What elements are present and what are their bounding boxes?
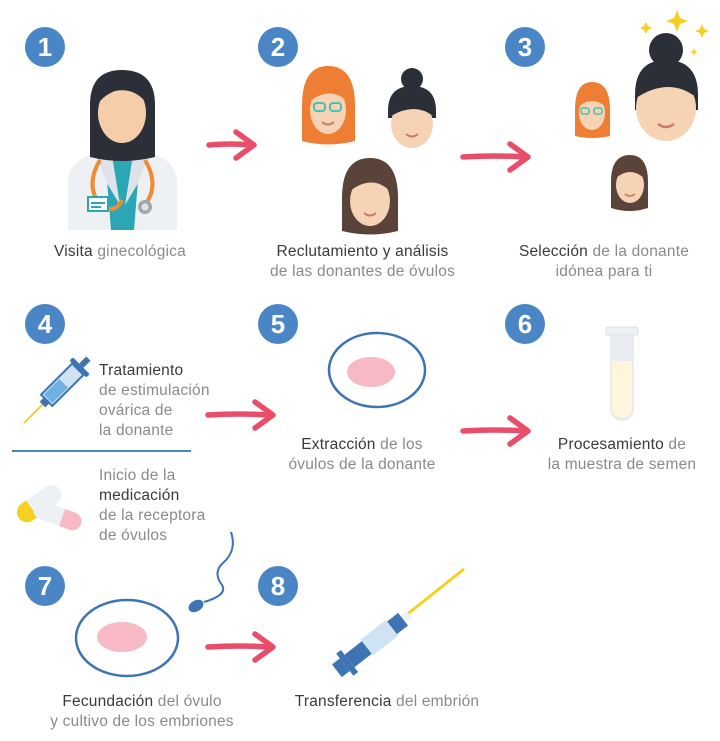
step-5-caption: Extracción de los óvulos de la donante <box>262 435 462 475</box>
step-1-title: Visita <box>54 243 93 260</box>
step-8-caption: Transferencia del embrión <box>272 692 502 712</box>
step-6-caption: Procesamiento de la muestra de semen <box>527 435 717 475</box>
ovum-icon <box>327 331 427 409</box>
step-5-title: Extracción <box>301 436 376 453</box>
step-2-badge: 2 <box>258 27 298 67</box>
step-1-badge: 1 <box>25 27 65 67</box>
step-5-badge: 5 <box>258 304 298 344</box>
arrow-icon <box>206 129 257 161</box>
divider <box>12 450 191 452</box>
embryo-icon <box>74 598 180 678</box>
arrow-icon <box>460 415 531 447</box>
transfer-syringe-icon <box>331 567 465 678</box>
step-3-badge: 3 <box>505 27 545 67</box>
donor-faces-icon <box>302 66 436 235</box>
step-3-text-1: de la donante <box>587 243 690 260</box>
step-3-caption: Selección de la donante idónea para ti <box>498 242 710 282</box>
test-tube-icon <box>605 326 639 421</box>
step-6-badge: 6 <box>505 304 545 344</box>
step-4a-text-2: ovárica de <box>99 402 173 419</box>
doctor-icon <box>68 70 177 230</box>
step-8-badge: 8 <box>258 566 298 606</box>
step-4b-text-2: de óvulos <box>99 527 168 544</box>
selected-donor-icon <box>575 10 709 211</box>
step-5-text-1: de los <box>375 436 423 453</box>
arrow-icon <box>205 631 276 663</box>
step-2-text: de las donantes de óvulos <box>269 263 456 280</box>
arrow-icon <box>460 141 531 173</box>
step-7-caption: Fecundación del óvulo y cultivo de los e… <box>27 692 257 732</box>
step-4b-text-1: de la receptora <box>99 507 206 524</box>
step-4a-title: Tratamiento <box>99 362 184 379</box>
step-4b-title: medicación <box>99 487 180 504</box>
step-7-title: Fecundación <box>62 693 154 710</box>
step-4a-text-3: la donante <box>99 422 174 439</box>
step-1-caption: Visita ginecológica <box>30 242 210 262</box>
pills-icon <box>16 484 82 531</box>
step-6-title: Procesamiento <box>557 436 664 453</box>
step-4b-caption: Inicio de la medicación de la receptora … <box>99 466 229 546</box>
step-4b-text-0: Inicio de la <box>99 467 176 484</box>
step-3-title: Selección <box>518 243 588 260</box>
step-8-title: Transferencia <box>294 693 392 710</box>
syringe-icon <box>23 356 91 424</box>
step-7-text-2: y cultivo de los embriones <box>50 713 234 730</box>
sperm-icon <box>188 531 234 613</box>
step-5-text-2: óvulos de la donante <box>288 456 436 473</box>
step-3-text-2: idónea para ti <box>555 263 653 280</box>
step-6-text-1: de <box>663 436 687 453</box>
step-8-text: del embrión <box>391 693 480 710</box>
step-1-text: ginecológica <box>92 243 186 260</box>
step-7-badge: 7 <box>25 566 65 606</box>
step-4a-caption: Tratamiento de estimulación ovárica de l… <box>99 361 229 441</box>
step-2-title: Reclutamiento y análisis <box>276 243 449 260</box>
step-4a-text-1: de estimulación <box>99 382 210 399</box>
step-6-text-2: la muestra de semen <box>547 456 697 473</box>
step-7-text-1: del óvulo <box>153 693 222 710</box>
step-2-caption: Reclutamiento y análisis de las donantes… <box>245 242 480 282</box>
step-4-badge: 4 <box>25 304 65 344</box>
arrow-icon <box>205 399 276 431</box>
